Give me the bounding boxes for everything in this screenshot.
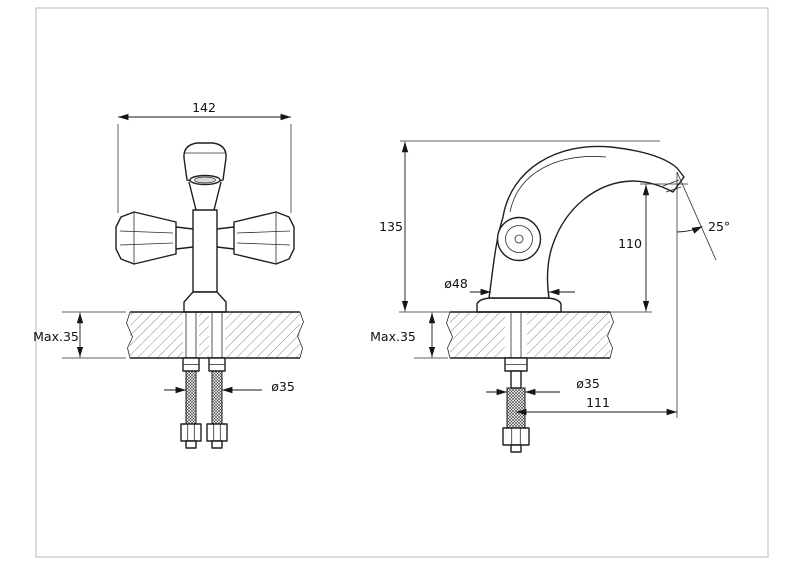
dim-side-body-diameter: ø48 — [444, 276, 575, 296]
dim-side-hole: ø35 — [486, 376, 600, 396]
supply-connector-side — [502, 357, 530, 453]
hose-side — [506, 387, 526, 429]
hose-left — [185, 370, 197, 425]
front-thickness-label: Max.35 — [33, 329, 79, 344]
base-flange-side — [476, 297, 562, 313]
base-flange-front — [183, 291, 227, 313]
side-view: 135 ø48 Max.35 110 25° — [370, 140, 730, 453]
faucet-front — [115, 142, 295, 313]
side-reach-label: 111 — [586, 395, 610, 410]
dim-side-thickness: Max.35 — [370, 312, 448, 359]
dim-side-height: 135 — [379, 140, 660, 313]
nut-right — [206, 423, 228, 442]
side-height-label: 135 — [379, 219, 403, 234]
front-width-label: 142 — [192, 100, 216, 115]
dim-side-spout-height: 110 — [610, 183, 688, 313]
dim-front-width: 142 — [117, 100, 292, 213]
front-hole-label: ø35 — [271, 379, 295, 394]
side-spout-angle-label: 25° — [708, 219, 730, 234]
dim-front-thickness: Max.35 — [33, 311, 126, 359]
dim-front-hole: ø35 — [164, 379, 295, 394]
side-spout-height-label: 110 — [618, 236, 642, 251]
hose-right — [211, 370, 223, 425]
nut-left — [180, 423, 202, 442]
front-view: 142 Max.35 ø35 — [33, 100, 304, 449]
faucet-side — [476, 145, 685, 313]
body-column — [192, 209, 218, 293]
handle-side — [496, 216, 542, 262]
countertop-front — [126, 311, 304, 359]
supply-connectors-front — [180, 357, 228, 449]
spout-body-side — [488, 145, 685, 299]
right-handle — [233, 211, 295, 265]
side-hole-label: ø35 — [576, 376, 600, 391]
dim-side-spout-angle: 25° — [676, 171, 730, 261]
side-body-diameter-label: ø48 — [444, 276, 468, 291]
left-handle — [115, 211, 177, 265]
sheet-border — [35, 7, 769, 558]
countertop-side — [446, 311, 614, 359]
nut-side — [502, 427, 530, 446]
dim-side-reach: 111 — [515, 172, 678, 418]
side-thickness-label: Max.35 — [370, 329, 416, 344]
